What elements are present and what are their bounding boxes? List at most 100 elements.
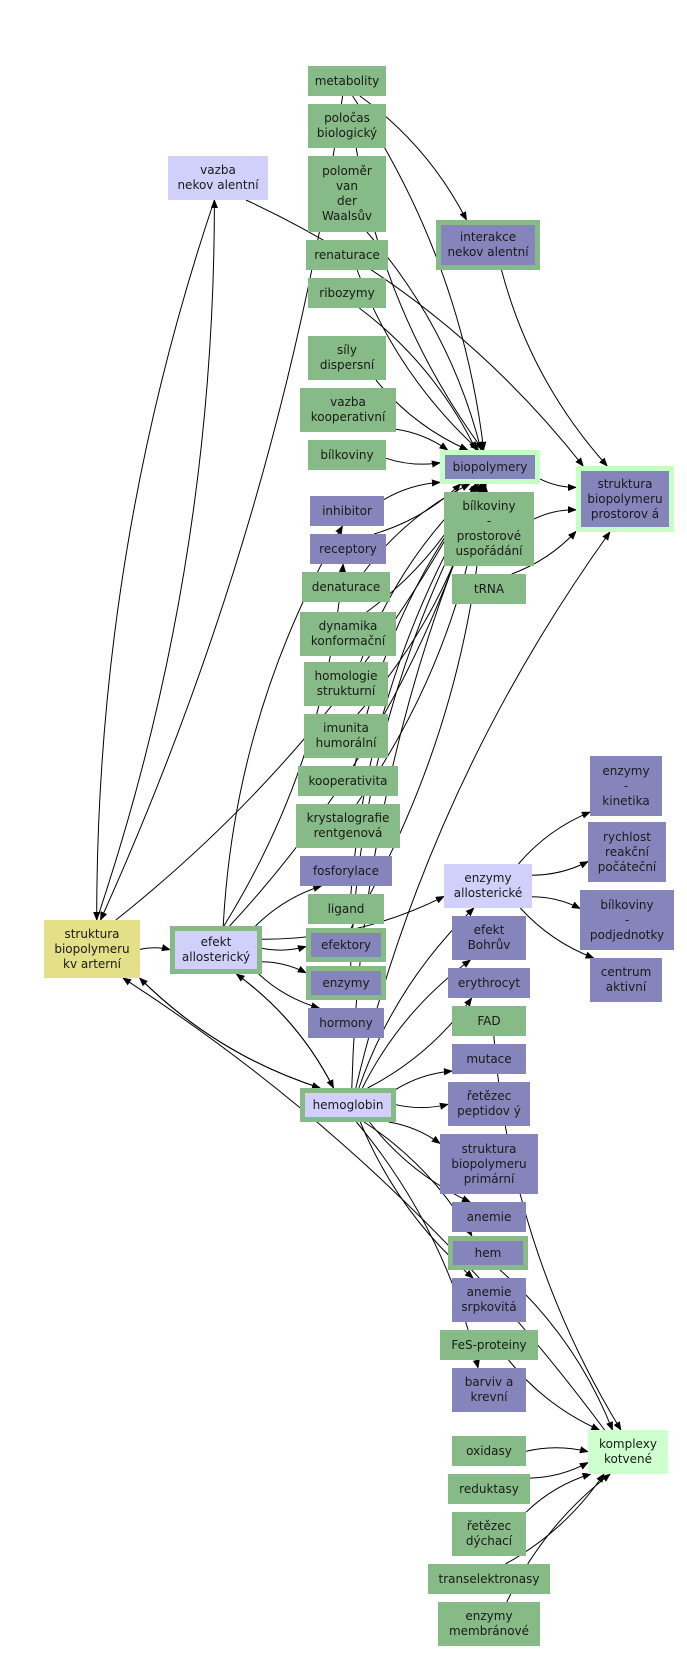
node-label: transelektronasy xyxy=(438,1571,540,1586)
node-trna[interactable]: tRNA xyxy=(452,574,526,604)
edge-enzymy_allo-to-bilk_podj xyxy=(531,896,581,909)
node-label: fosforylace xyxy=(312,863,380,878)
node-polocas[interactable]: poločas biologický xyxy=(308,104,386,148)
node-oxidasy[interactable]: oxidasy xyxy=(452,1436,526,1466)
node-label: reduktasy xyxy=(459,1481,519,1496)
node-transel[interactable]: transelektronasy xyxy=(428,1564,550,1594)
node-anemie[interactable]: anemie xyxy=(452,1202,526,1232)
node-kooperativita[interactable]: kooperativita xyxy=(298,766,398,796)
node-ligand[interactable]: ligand xyxy=(308,894,384,924)
node-retezec-pept[interactable]: řetězec peptidov ý xyxy=(448,1082,530,1126)
node-fad[interactable]: FAD xyxy=(452,1006,526,1036)
node-denaturace[interactable]: denaturace xyxy=(302,572,390,602)
node-hemoglobin[interactable]: hemoglobin xyxy=(300,1088,396,1122)
node-label: FAD xyxy=(477,1013,501,1028)
node-efektory[interactable]: efektory xyxy=(306,928,386,962)
edge-inhibitor-to-biopolymery xyxy=(383,479,441,501)
node-str-prim[interactable]: struktura biopolymeru primární xyxy=(440,1134,538,1194)
node-biopolymery[interactable]: biopolymery xyxy=(440,450,540,484)
node-homologie[interactable]: homologie strukturní xyxy=(304,662,388,706)
node-bilkoviny[interactable]: bílkoviny xyxy=(308,440,386,470)
node-label: bílkoviny xyxy=(320,447,374,462)
node-enzymy-kin[interactable]: enzymy - kinetika xyxy=(590,756,662,816)
edge-efekt_allo-to-enzymy xyxy=(261,961,307,974)
node-label: síly dispersní xyxy=(319,343,375,372)
node-label: řetězec dýchací xyxy=(465,1519,513,1548)
node-label: anemie srpkovitá xyxy=(461,1285,517,1314)
edge-reduktasy-to-komplexy xyxy=(529,1462,589,1479)
edge-efekt_allo-to-fosforylace xyxy=(255,885,323,927)
node-label: tRNA xyxy=(473,581,505,596)
node-sily[interactable]: síly dispersní xyxy=(308,336,386,380)
node-imunita[interactable]: imunita humorální xyxy=(304,714,388,758)
node-label: FeS-proteiny xyxy=(451,1337,527,1352)
node-hem[interactable]: hem xyxy=(448,1236,528,1270)
node-hormony[interactable]: hormony xyxy=(308,1008,384,1038)
node-bilk-prostor[interactable]: bílkoviny - prostorové uspořádání xyxy=(444,492,534,566)
node-label: erythrocyt xyxy=(457,975,521,990)
node-label: dynamika konformační xyxy=(310,619,386,648)
edge-trna-to-str_prostor xyxy=(511,530,577,575)
node-label: biopolymery xyxy=(445,455,535,479)
node-str-prostor[interactable]: struktura biopolymeru prostorov á xyxy=(576,466,674,532)
node-mutace[interactable]: mutace xyxy=(452,1044,526,1074)
node-enzymy[interactable]: enzymy xyxy=(306,966,386,1000)
node-inhibitor[interactable]: inhibitor xyxy=(310,496,384,526)
edge-hemoglobin-to-str_kvart xyxy=(138,977,321,1089)
node-label: efekt Bohrův xyxy=(467,923,511,952)
node-label: hem xyxy=(453,1241,523,1265)
node-label: centrum aktivní xyxy=(600,965,652,994)
edge-hemoglobin-to-anemie xyxy=(369,1121,471,1203)
node-label: enzymy xyxy=(311,971,381,995)
node-label: anemie xyxy=(466,1209,512,1224)
edge-enzymy_allo-to-centrum xyxy=(519,907,595,959)
node-enzymy-memb[interactable]: enzymy membránové xyxy=(438,1602,540,1646)
node-label: interakce nekov alentní xyxy=(441,225,535,265)
edge-hemoglobin-to-efekt_allo xyxy=(235,973,334,1089)
node-komplexy[interactable]: komplexy kotvené xyxy=(588,1430,668,1474)
node-enzymy-allo[interactable]: enzymy allosterické xyxy=(444,864,532,908)
node-bilk-podj[interactable]: bílkoviny - podjednotky xyxy=(580,890,674,950)
node-str-kvart[interactable]: struktura biopolymeru kv arterní xyxy=(44,920,140,978)
node-label: mutace xyxy=(466,1051,512,1066)
node-krystalografie[interactable]: krystalografie rentgenová xyxy=(296,804,400,848)
edge-str_kvart-to-hemoglobin xyxy=(139,977,321,1089)
node-label: vazba nekov alentní xyxy=(177,163,259,192)
node-interakce[interactable]: interakce nekov alentní xyxy=(436,220,540,270)
edge-oxidasy-to-komplexy xyxy=(525,1446,589,1454)
node-label: bílkoviny - podjednotky xyxy=(589,897,665,942)
node-bohr[interactable]: efekt Bohrův xyxy=(452,916,526,960)
node-label: denaturace xyxy=(311,579,381,594)
node-dynamika[interactable]: dynamika konformační xyxy=(300,612,396,656)
node-erythrocyt[interactable]: erythrocyt xyxy=(448,968,530,998)
node-efekt-allo[interactable]: efekt allosterický xyxy=(170,926,262,974)
edge-str_kvart-to-vazba_nekov xyxy=(96,199,219,921)
node-reduktasy[interactable]: reduktasy xyxy=(448,1474,530,1504)
node-label: hemoglobin xyxy=(305,1093,391,1117)
node-polomer[interactable]: poloměr van der Waalsův xyxy=(308,156,386,232)
node-renaturace[interactable]: renaturace xyxy=(306,240,388,270)
node-vazba-nekov[interactable]: vazba nekov alentní xyxy=(168,156,268,200)
node-label: renaturace xyxy=(314,247,380,262)
node-metabolity[interactable]: metabolity xyxy=(308,66,386,96)
node-fosforylace[interactable]: fosforylace xyxy=(300,856,392,886)
node-ribozymy[interactable]: ribozymy xyxy=(308,278,386,308)
node-rychlost[interactable]: rychlost reakční počáteční xyxy=(588,822,666,882)
node-label: vazba kooperativní xyxy=(310,395,386,424)
node-label: poločas biologický xyxy=(316,111,378,140)
node-receptory[interactable]: receptory xyxy=(310,534,386,564)
node-barviva[interactable]: barviv a krevní xyxy=(452,1368,526,1412)
edge-hemoglobin-to-mutace xyxy=(395,1068,453,1090)
node-label: enzymy membránové xyxy=(448,1609,530,1638)
edge-enzymy_allo-to-enzymy_kin xyxy=(518,811,591,865)
node-label: imunita humorální xyxy=(315,721,377,750)
edge-str_kvart-to-efekt_allo xyxy=(139,944,171,952)
node-fes[interactable]: FeS-proteiny xyxy=(440,1330,538,1360)
node-centrum[interactable]: centrum aktivní xyxy=(590,958,662,1002)
node-retezec-dych[interactable]: řetězec dýchací xyxy=(452,1512,526,1556)
node-vazba-koop[interactable]: vazba kooperativní xyxy=(300,388,396,432)
node-label: ligand xyxy=(327,901,365,916)
node-anemie-srp[interactable]: anemie srpkovitá xyxy=(452,1278,526,1322)
edge-efekt_allo-to-efektory xyxy=(261,945,307,953)
edge-ribozymy-to-biopolymery xyxy=(358,307,477,451)
